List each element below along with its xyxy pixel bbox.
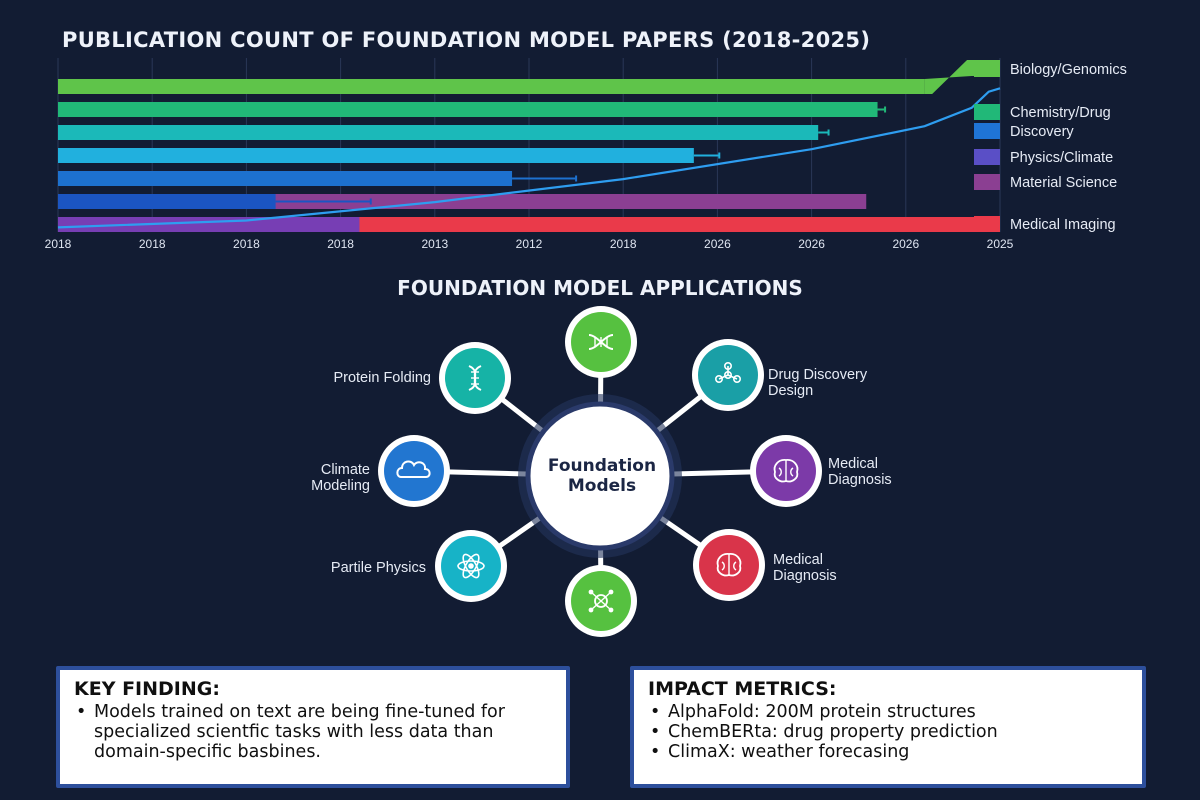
legend-label: Biology/Genomics	[1010, 62, 1127, 78]
brain-icon	[773, 459, 799, 483]
bar	[58, 171, 513, 186]
molecule-icon	[715, 362, 742, 384]
node-label-drug-discovery: Drug Discovery Design	[768, 367, 868, 399]
x-tick-label: 2013	[421, 237, 448, 251]
key-finding-list: Models trained on text are being fine-tu…	[74, 702, 552, 762]
legend-swatch	[974, 61, 1000, 77]
bar	[58, 148, 694, 163]
network-node	[565, 565, 637, 637]
x-tick-label: 2018	[45, 237, 72, 251]
legend-label: Medical Imaging	[1010, 217, 1116, 233]
x-tick-label: 2026	[892, 237, 919, 251]
impact-metric-item: ChemBERta: drug property prediction	[648, 722, 1128, 742]
legend-label: Material Science	[1010, 175, 1117, 191]
legend-label: Physics/Climate	[1010, 150, 1113, 166]
legend-swatch	[974, 174, 1000, 190]
atom-node	[435, 530, 507, 602]
key-finding-item: Models trained on text are being fine-tu…	[74, 702, 552, 762]
hub-center-circle	[525, 401, 675, 551]
applications-title: FOUNDATION MODEL APPLICATIONS	[397, 276, 803, 300]
application-hub-diagram	[378, 306, 822, 637]
hub-center-label: Foundation Models	[547, 456, 657, 496]
atom-icon	[457, 553, 485, 579]
bar	[58, 79, 925, 94]
x-tick-label: 2025	[987, 237, 1014, 251]
cloud-node	[378, 435, 450, 507]
legend-swatch	[974, 104, 1000, 120]
key-finding-box: KEY FINDING: Models trained on text are …	[56, 666, 570, 788]
trend-line	[57, 87, 1001, 229]
impact-metrics-list: AlphaFold: 200M protein structures ChemB…	[648, 702, 1128, 762]
node-label-medical-diagnosis-1: Medical Diagnosis	[828, 456, 892, 488]
bar	[58, 194, 276, 209]
impact-metrics-title: IMPACT METRICS:	[648, 678, 837, 700]
brain-icon	[716, 553, 742, 577]
network-icon	[588, 589, 614, 613]
bar-base	[58, 217, 360, 232]
node-label-particle-physics: Partile Physics	[330, 560, 426, 576]
impact-metrics-box: IMPACT METRICS: AlphaFold: 200M protein …	[630, 666, 1146, 788]
x-tick-label: 2018	[233, 237, 260, 251]
chart-title: PUBLICATION COUNT OF FOUNDATION MODEL PA…	[62, 28, 871, 52]
x-tick-label: 2026	[798, 237, 825, 251]
x-tick-label: 2018	[327, 237, 354, 251]
dna-icon	[468, 365, 482, 391]
bar	[58, 125, 819, 140]
legend-swatch	[974, 149, 1000, 165]
cloud-icon	[396, 460, 431, 478]
legend-label: Chemistry/Drug	[1010, 105, 1111, 121]
dna-helix-icon	[588, 334, 614, 350]
node-label-medical-diagnosis-2: Medical Diagnosis	[773, 552, 837, 584]
brain-node	[750, 435, 822, 507]
molecule-node	[692, 339, 764, 411]
x-tick-label: 2012	[516, 237, 543, 251]
legend-swatch	[974, 123, 1000, 139]
legend-label: Discovery	[1010, 124, 1074, 140]
brain-node	[693, 529, 765, 601]
key-finding-title: KEY FINDING:	[74, 678, 220, 700]
x-tick-label: 2018	[610, 237, 637, 251]
impact-metric-item: ClimaX: weather forecasing	[648, 742, 1128, 762]
bar	[58, 102, 878, 117]
node-label-protein-folding: Protein Folding	[333, 370, 431, 386]
impact-metric-item: AlphaFold: 200M protein structures	[648, 702, 1128, 722]
x-tick-label: 2018	[139, 237, 166, 251]
publication-bar-chart: 2018 2018 2018 2018 2013 2012 2018 2026 2026 2026…	[45, 58, 1127, 251]
x-tick-label: 2026	[704, 237, 731, 251]
node-label-climate-modeling: Climate Modeling	[311, 462, 370, 494]
dna-node	[439, 342, 511, 414]
dna-helix-node	[565, 306, 637, 378]
legend-swatch	[974, 216, 1000, 232]
node-circle	[384, 441, 444, 501]
